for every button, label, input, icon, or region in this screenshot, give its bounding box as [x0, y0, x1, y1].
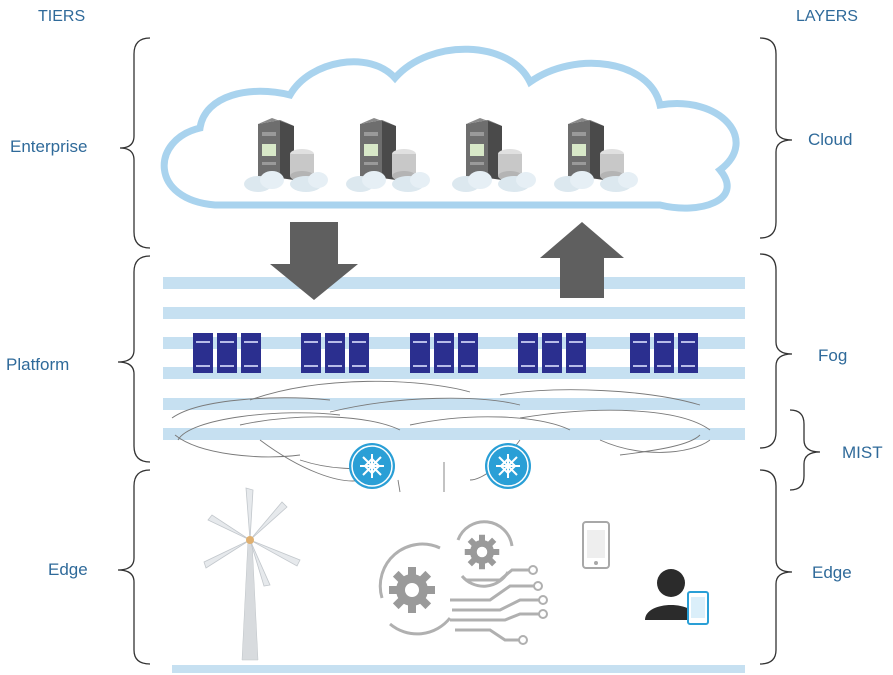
cloud-outline — [160, 45, 740, 212]
layer-edge-label: Edge — [812, 563, 852, 582]
brace-platform — [117, 255, 151, 463]
server-icon — [554, 118, 638, 192]
server-rack-icon — [410, 333, 478, 373]
smartphone-icon — [582, 521, 610, 569]
brace-edge-tier — [117, 469, 151, 665]
user-with-device-icon — [645, 569, 709, 625]
server-rack-icon — [630, 333, 698, 373]
tier-platform-label: Platform — [6, 355, 70, 374]
layer-cloud-label: Cloud — [808, 130, 853, 149]
server-rack-icon — [301, 333, 369, 373]
gears-circuit-icon — [378, 520, 548, 645]
brace-mist — [789, 409, 821, 491]
brace-edge-layer — [759, 469, 793, 665]
tier-enterprise-label: Enterprise — [10, 137, 88, 156]
server-rack-icon — [518, 333, 586, 373]
edge-baseline-band — [172, 665, 745, 673]
server-icon — [346, 118, 430, 192]
server-icon — [244, 118, 328, 192]
up-arrow-icon — [540, 222, 624, 298]
tiers-header: TIERS — [38, 8, 86, 25]
brace-fog — [759, 253, 793, 449]
down-arrow-icon — [270, 222, 358, 300]
network-node-icon — [348, 442, 396, 490]
server-rack-icon — [193, 333, 261, 373]
layer-fog-label: Fog — [818, 346, 848, 365]
wind-turbine-icon — [203, 487, 301, 661]
network-node-icon — [484, 442, 532, 490]
layer-mist-label: MIST — [842, 443, 883, 462]
brace-enterprise — [119, 37, 151, 249]
layers-header: LAYERS — [796, 8, 858, 25]
server-icon — [452, 118, 536, 192]
brace-cloud — [759, 37, 793, 239]
tier-edge-label: Edge — [48, 560, 88, 579]
